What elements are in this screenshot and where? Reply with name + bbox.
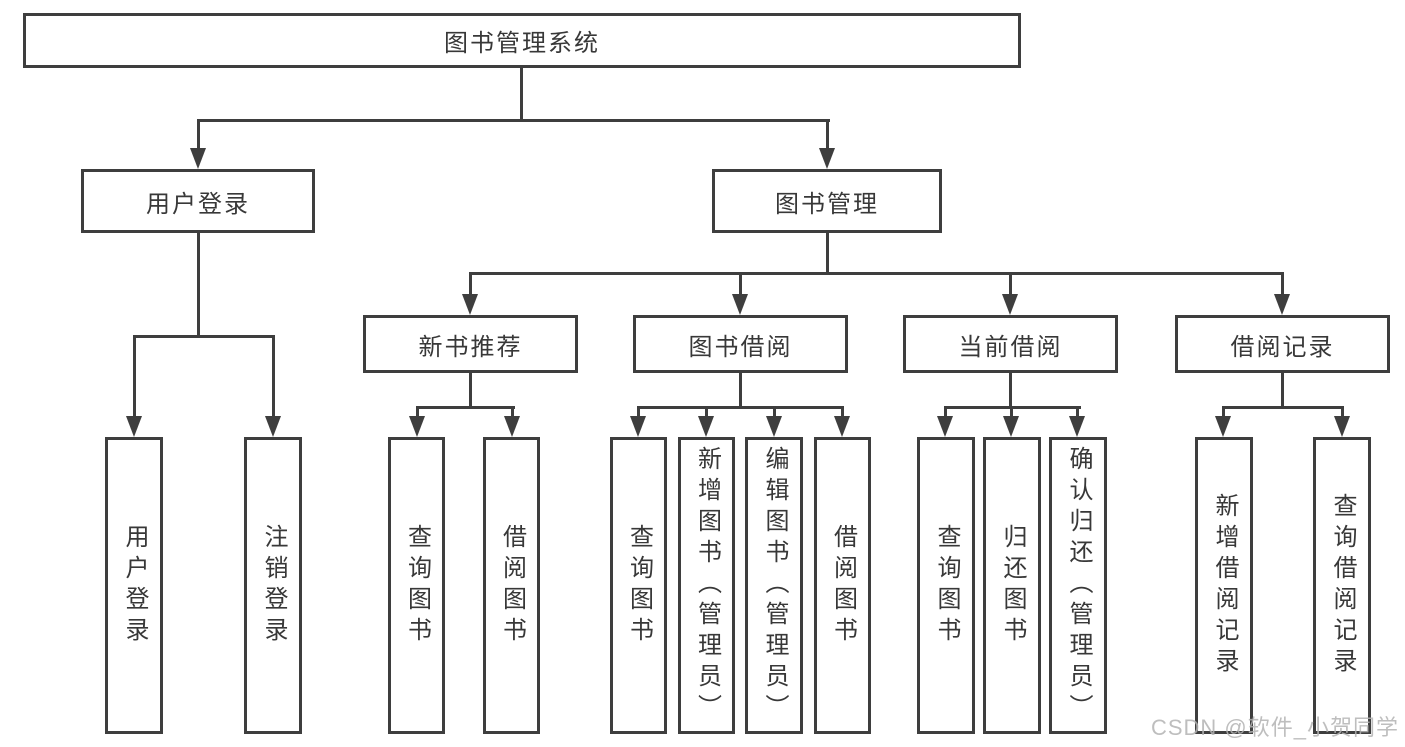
connector-line [826, 233, 829, 275]
leaf-return-book-label: 归还图书 [999, 523, 1026, 648]
leaf-add-book-admin: 新增图书（管理员） [678, 437, 735, 734]
arrowhead-down-icon [1003, 416, 1019, 437]
connector-line [469, 373, 472, 409]
connector-line [272, 335, 275, 419]
connector-line [739, 272, 742, 297]
connector-line [133, 335, 275, 338]
arrowhead-down-icon [698, 416, 714, 437]
leaf-borrow-books-recommend-label: 借阅图书 [498, 523, 526, 648]
connector-line [416, 406, 515, 409]
leaf-logout: 注销登录 [244, 437, 302, 734]
connector-line [1222, 406, 1225, 418]
connector-line [197, 119, 830, 122]
connector-line [637, 406, 844, 409]
leaf-query-books-borrow: 查询图书 [610, 437, 667, 734]
node-new-book-recommend-label: 新书推荐 [418, 333, 523, 361]
connector-line [1076, 406, 1079, 418]
leaf-add-borrow-record-label: 新增借阅记录 [1211, 492, 1238, 679]
leaf-edit-book-admin: 编辑图书（管理员） [745, 437, 803, 734]
leaf-user-login: 用户登录 [105, 437, 163, 734]
leaf-borrow-books-label: 借阅图书 [829, 523, 857, 648]
connector-line [1281, 272, 1284, 297]
leaf-edit-book-admin-label: 编辑图书（管理员） [761, 446, 788, 725]
arrowhead-down-icon [504, 416, 520, 437]
connector-line [1281, 373, 1284, 409]
arrowhead-down-icon [732, 294, 748, 315]
connector-line [1009, 272, 1012, 297]
connector-line [773, 406, 776, 418]
connector-line [469, 272, 472, 297]
node-user-login-label: 用户登录 [146, 190, 250, 218]
node-library-system-label: 图书管理系统 [444, 30, 600, 57]
node-library-system: 图书管理系统 [23, 13, 1021, 68]
leaf-query-books-recommend-label: 查询图书 [403, 523, 431, 648]
node-book-management-label: 图书管理 [775, 190, 879, 218]
arrowhead-down-icon [937, 416, 953, 437]
node-current-borrowing: 当前借阅 [903, 315, 1118, 373]
node-user-login: 用户登录 [81, 169, 315, 233]
connector-line [469, 272, 1284, 275]
arrowhead-down-icon [1002, 294, 1018, 315]
leaf-add-borrow-record: 新增借阅记录 [1195, 437, 1253, 734]
leaf-query-borrow-record: 查询借阅记录 [1313, 437, 1371, 734]
node-book-borrowing: 图书借阅 [633, 315, 848, 373]
arrowhead-down-icon [766, 416, 782, 437]
connector-line [197, 233, 200, 338]
leaf-return-book: 归还图书 [983, 437, 1041, 734]
connector-line [944, 406, 947, 418]
arrowhead-down-icon [630, 416, 646, 437]
connector-line [416, 406, 419, 418]
node-borrowing-records-label: 借阅记录 [1230, 333, 1335, 361]
watermark-text: CSDN @软件_小贺同学 [1150, 715, 1399, 740]
arrowhead-down-icon [190, 148, 206, 169]
arrowhead-down-icon [819, 148, 835, 169]
leaf-logout-label: 注销登录 [260, 523, 287, 648]
connector-line [197, 119, 200, 151]
arrowhead-down-icon [126, 416, 142, 437]
leaf-query-books-current-label: 查询图书 [933, 523, 960, 648]
arrowhead-down-icon [1274, 294, 1290, 315]
connector-line [1009, 373, 1012, 409]
leaf-query-books-current: 查询图书 [917, 437, 975, 734]
leaf-query-books-borrow-label: 查询图书 [625, 523, 653, 648]
node-borrowing-records: 借阅记录 [1175, 315, 1390, 373]
leaf-confirm-return-admin: 确认归还（管理员） [1049, 437, 1107, 734]
arrowhead-down-icon [1069, 416, 1085, 437]
connector-line [1222, 406, 1343, 409]
connector-line [511, 406, 514, 418]
arrowhead-down-icon [409, 416, 425, 437]
leaf-borrow-books-recommend: 借阅图书 [483, 437, 540, 734]
connector-line [637, 406, 640, 418]
node-book-borrowing-label: 图书借阅 [688, 333, 793, 361]
node-book-management: 图书管理 [712, 169, 942, 233]
leaf-add-book-admin-label: 新增图书（管理员） [693, 446, 721, 725]
connector-line [1341, 406, 1344, 418]
arrowhead-down-icon [1215, 416, 1231, 437]
arrowhead-down-icon [265, 416, 281, 437]
connector-line [739, 373, 742, 409]
connector-line [1010, 406, 1013, 418]
connector-line [826, 119, 829, 151]
arrowhead-down-icon [834, 416, 850, 437]
node-new-book-recommend: 新书推荐 [363, 315, 578, 373]
arrowhead-down-icon [462, 294, 478, 315]
leaf-borrow-books: 借阅图书 [814, 437, 871, 734]
leaf-query-borrow-record-label: 查询借阅记录 [1329, 492, 1356, 679]
leaf-query-books-recommend: 查询图书 [388, 437, 445, 734]
connector-line [841, 406, 844, 418]
leaf-confirm-return-admin-label: 确认归还（管理员） [1065, 446, 1092, 725]
connector-line [705, 406, 708, 418]
leaf-user-login-label: 用户登录 [121, 523, 148, 648]
connector-line [133, 335, 136, 419]
arrowhead-down-icon [1334, 416, 1350, 437]
node-current-borrowing-label: 当前借阅 [958, 333, 1063, 361]
connector-line [520, 68, 523, 119]
